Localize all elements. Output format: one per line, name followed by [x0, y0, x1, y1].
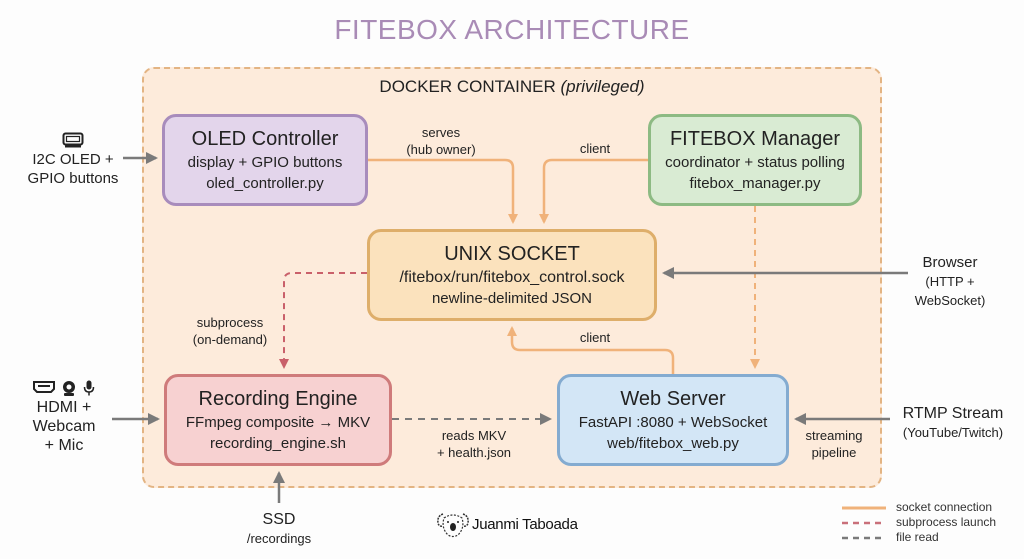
microphone-icon — [83, 380, 95, 396]
external-browser: Browser (HTTP + WebSocket) — [904, 253, 996, 310]
manager-desc: coordinator + status polling — [665, 153, 845, 171]
koala-icon — [437, 513, 469, 538]
legend-item-socket: socket connection — [842, 500, 996, 515]
legend-label: file read — [896, 530, 939, 544]
oled-hw-line: GPIO buttons — [27, 170, 119, 187]
manager-box: FITEBOX Manager coordinator + status pol… — [648, 114, 862, 206]
rtmp-title: RTMP Stream — [902, 405, 1004, 422]
container-qualifier: (privileged) — [560, 77, 645, 96]
author-logo: Juanmi Taboada — [436, 510, 578, 538]
label-recording-web: reads MKV + health.json — [424, 427, 524, 461]
socket-name: UNIX SOCKET — [444, 242, 580, 265]
label-line: (on-demand) — [192, 332, 268, 347]
external-oled-hardware: I2C OLED + GPIO buttons — [18, 132, 128, 188]
author-name: Juanmi Taboada — [472, 515, 578, 533]
legend-swatch-dashed-red — [842, 521, 886, 524]
browser-line: (HTTP + — [925, 274, 975, 289]
ssd-title: SSD — [262, 511, 296, 528]
external-ssd: SSD /recordings — [228, 510, 330, 548]
edge-oled-socket — [368, 158, 518, 224]
legend-item-file-read: file read — [842, 530, 996, 545]
web-desc: FastAPI :8080 + WebSocket — [578, 413, 768, 431]
legend-swatch-solid — [842, 506, 886, 509]
legend-swatch-dashed-gray — [842, 536, 886, 539]
recording-desc: FFmpeg composite → MKV — [185, 413, 371, 431]
web-name: Web Server — [620, 387, 726, 410]
rtmp-sub: (YouTube/Twitch) — [902, 425, 1004, 440]
legend-label: subprocess launch — [896, 515, 997, 529]
recording-engine-box: Recording Engine FFmpeg composite → MKV … — [164, 374, 392, 466]
label-web-socket: client — [579, 330, 611, 345]
external-rtmp: RTMP Stream (YouTube/Twitch) — [892, 404, 1014, 442]
socket-desc: newline-delimited JSON — [431, 289, 593, 307]
label-line: serves — [421, 125, 461, 140]
manager-file: fitebox_manager.py — [689, 174, 821, 192]
container-label-text: DOCKER CONTAINER — [379, 77, 556, 96]
label-line: streaming — [805, 428, 863, 443]
hdmi-icon — [33, 381, 55, 393]
unix-socket-box: UNIX SOCKET /fitebox/run/fitebox_control… — [367, 229, 657, 321]
edge-manager-socket — [539, 158, 648, 224]
recording-file: recording_engine.sh — [210, 434, 346, 452]
webcam-icon — [63, 381, 75, 396]
ssd-sub: /recordings — [246, 531, 312, 546]
web-file: web/fitebox_web.py — [607, 434, 739, 452]
av-line: HDMI + — [36, 399, 92, 416]
external-av-inputs: HDMI + Webcam + Mic — [24, 380, 104, 455]
label-line: subprocess — [196, 315, 264, 330]
label-line: pipeline — [811, 445, 857, 460]
recording-name: Recording Engine — [198, 387, 358, 410]
av-line: + Mic — [44, 437, 84, 454]
browser-title: Browser — [922, 254, 978, 271]
legend: socket connection subprocess launch file… — [842, 500, 996, 545]
docker-container-label: DOCKER CONTAINER (privileged) — [142, 77, 882, 97]
web-server-box: Web Server FastAPI :8080 + WebSocket web… — [557, 374, 789, 466]
label-line: + health.json — [436, 445, 512, 460]
edge-socket-recording — [279, 272, 367, 369]
manager-name: FITEBOX Manager — [669, 127, 841, 150]
oled-name: OLED Controller — [191, 127, 339, 150]
label-line: reads MKV — [441, 428, 507, 443]
edge-web-socket — [507, 326, 675, 374]
diagram-title: FITEBOX ARCHITECTURE — [334, 14, 690, 45]
oled-hw-line: I2C OLED + — [32, 151, 114, 168]
legend-label: socket connection — [896, 500, 993, 514]
label-line: (hub owner) — [406, 142, 476, 157]
oled-desc: display + GPIO buttons — [187, 153, 343, 171]
av-line: Webcam — [32, 418, 96, 435]
oled-file: oled_controller.py — [206, 174, 324, 192]
label-socket-recording: subprocess (on-demand) — [182, 314, 278, 348]
legend-item-subprocess: subprocess launch — [842, 515, 996, 530]
monitor-icon — [62, 132, 84, 148]
browser-line: WebSocket) — [914, 293, 986, 308]
socket-path: /fitebox/run/fitebox_control.sock — [399, 268, 625, 286]
oled-controller-box: OLED Controller display + GPIO buttons o… — [162, 114, 368, 206]
label-oled-socket: serves (hub owner) — [396, 124, 486, 158]
label-manager-socket: client — [579, 141, 611, 156]
label-rtmp-web: streaming pipeline — [794, 427, 874, 461]
